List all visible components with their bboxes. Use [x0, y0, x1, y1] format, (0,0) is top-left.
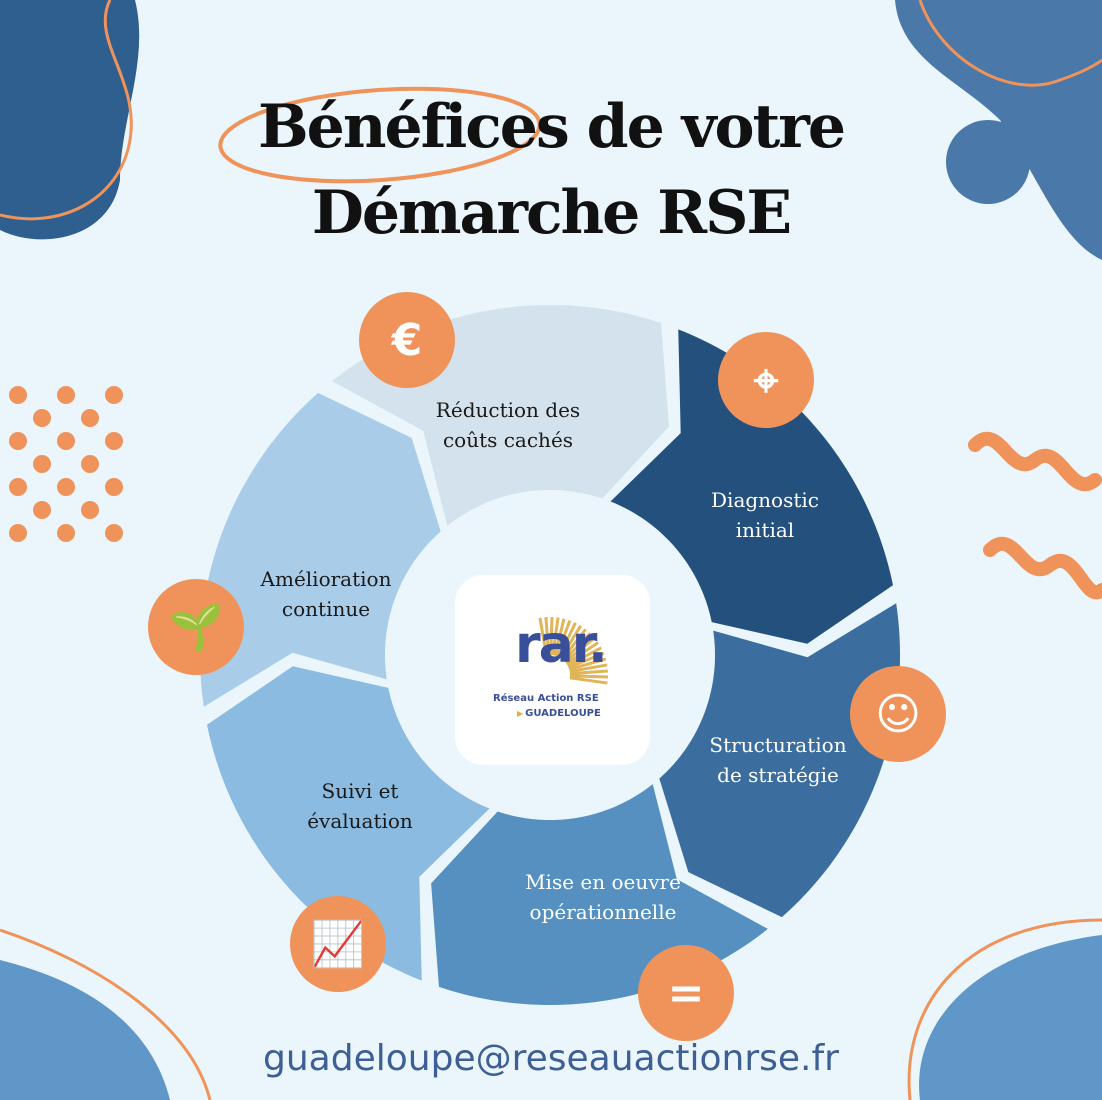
segment-label-line: continue [281, 597, 371, 621]
orange-squiggle [968, 431, 1102, 492]
blob-top-right [895, 0, 1102, 260]
segment-label: Amélioration continue [261, 564, 392, 624]
sun-rays-icon [538, 616, 609, 685]
target-icon: ⌖ [718, 332, 814, 428]
euro-icon: € [359, 292, 455, 388]
logo-line-2: GUADELOUPE [517, 708, 601, 719]
head-icon: ☺ [850, 666, 946, 762]
segment-label-line: initial [735, 518, 795, 542]
logo-line-1: Réseau Action RSE [493, 693, 599, 704]
orange-dots [9, 386, 123, 542]
chart-icon: 📈 [290, 896, 386, 992]
title-line-2: Démarche RSE [311, 178, 792, 248]
contact-email[interactable]: guadeloupe@reseauactionrse.fr [263, 1038, 839, 1079]
svg-text:☺: ☺ [875, 689, 921, 740]
segment-label: Diagnostic initial [711, 485, 819, 545]
segment-5 [200, 392, 441, 707]
segment-label-line: Diagnostic [711, 488, 819, 512]
segment-1 [610, 329, 893, 644]
segment-label-line: évaluation [307, 809, 413, 833]
title-line-1: Bénéfices de votre [257, 92, 846, 162]
cycle-ring [200, 305, 900, 1005]
title-highlight-ellipse [218, 86, 542, 184]
svg-text:🌱: 🌱 [169, 602, 224, 653]
segment-label-line: Réduction des [435, 398, 581, 422]
segment-label-line: Mise en oeuvre [525, 870, 681, 894]
segment-label-line: opérationnelle [529, 900, 677, 924]
segment-label: Structuration de stratégie [709, 730, 846, 790]
svg-text:€: € [391, 315, 423, 366]
segment-label: Mise en oeuvre opérationnelle [525, 867, 681, 927]
blob-bottom-left [0, 960, 170, 1100]
segment-label-line: de stratégie [717, 763, 839, 787]
segment-label-line: Suivi et [321, 779, 399, 803]
segment-label-line: Amélioration [260, 567, 392, 591]
orange-squiggle [983, 536, 1102, 600]
segment-label: Suivi et évaluation [307, 776, 413, 836]
equal-icon: = [638, 945, 734, 1041]
svg-text:⌖: ⌖ [754, 355, 779, 406]
svg-text:📈: 📈 [311, 919, 366, 970]
logo-mark: rar. [515, 615, 608, 675]
svg-text:=: = [668, 968, 705, 1019]
icon-circles: € ⌖ ☺ = 📈 🌱 [148, 292, 946, 1041]
segment-label-line: coûts cachés [442, 428, 574, 452]
blob-top-left [0, 0, 140, 240]
blob-bottom-right [919, 935, 1102, 1100]
segment-label-line: Structuration [709, 733, 847, 757]
segment-2 [659, 603, 900, 918]
circle-top-right [946, 120, 1030, 204]
segment-label: Réduction des coûts cachés [436, 395, 580, 455]
rar-logo: rar. Réseau Action RSE GUADELOUPE [455, 575, 650, 765]
plant-icon: 🌱 [148, 579, 244, 675]
segment-4 [207, 666, 490, 981]
